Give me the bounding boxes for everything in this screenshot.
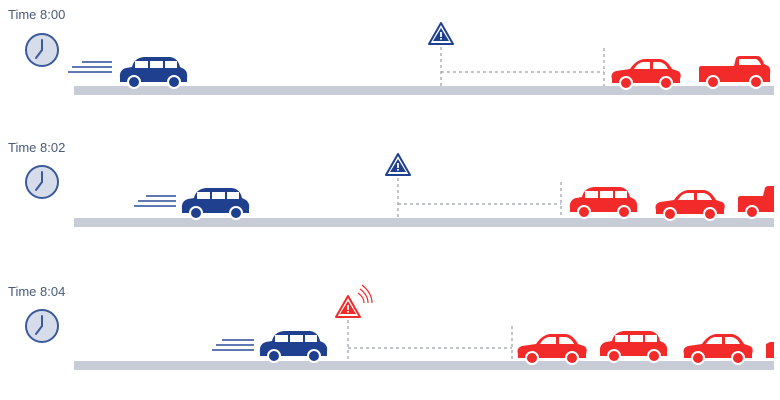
car-icon — [655, 190, 725, 221]
distance-marker — [397, 178, 562, 218]
distance-marker — [440, 47, 605, 86]
road-scene-3 — [74, 361, 774, 370]
signal-waves — [357, 284, 373, 304]
time-label-800: Time 8:00 — [8, 7, 66, 22]
warning-triangle-icon — [385, 153, 411, 176]
distance-marker — [347, 320, 513, 361]
clock-icon — [25, 33, 59, 67]
warning-triangle-icon — [335, 284, 373, 318]
warning-triangle-icon — [428, 22, 454, 45]
road-scene-2 — [74, 218, 774, 227]
time-label-804: Time 8:04 — [8, 284, 66, 299]
pickup-truck-icon — [738, 186, 774, 219]
road-scene-1 — [74, 86, 774, 95]
car-icon — [611, 59, 681, 90]
car-icon — [119, 57, 188, 89]
speed-lines — [68, 61, 112, 73]
car-icon — [683, 334, 753, 365]
car-icon — [599, 331, 668, 363]
clock-icon — [25, 165, 59, 199]
speed-lines — [212, 339, 254, 351]
car-icon — [259, 331, 328, 363]
pickup-truck-icon — [699, 56, 771, 89]
time-label-802: Time 8:02 — [8, 140, 66, 155]
car-icon — [569, 187, 638, 219]
car-icon — [181, 188, 250, 220]
car-icon — [517, 334, 587, 365]
clock-icon — [25, 309, 59, 343]
speed-lines — [134, 195, 176, 207]
car-icon — [766, 342, 774, 358]
